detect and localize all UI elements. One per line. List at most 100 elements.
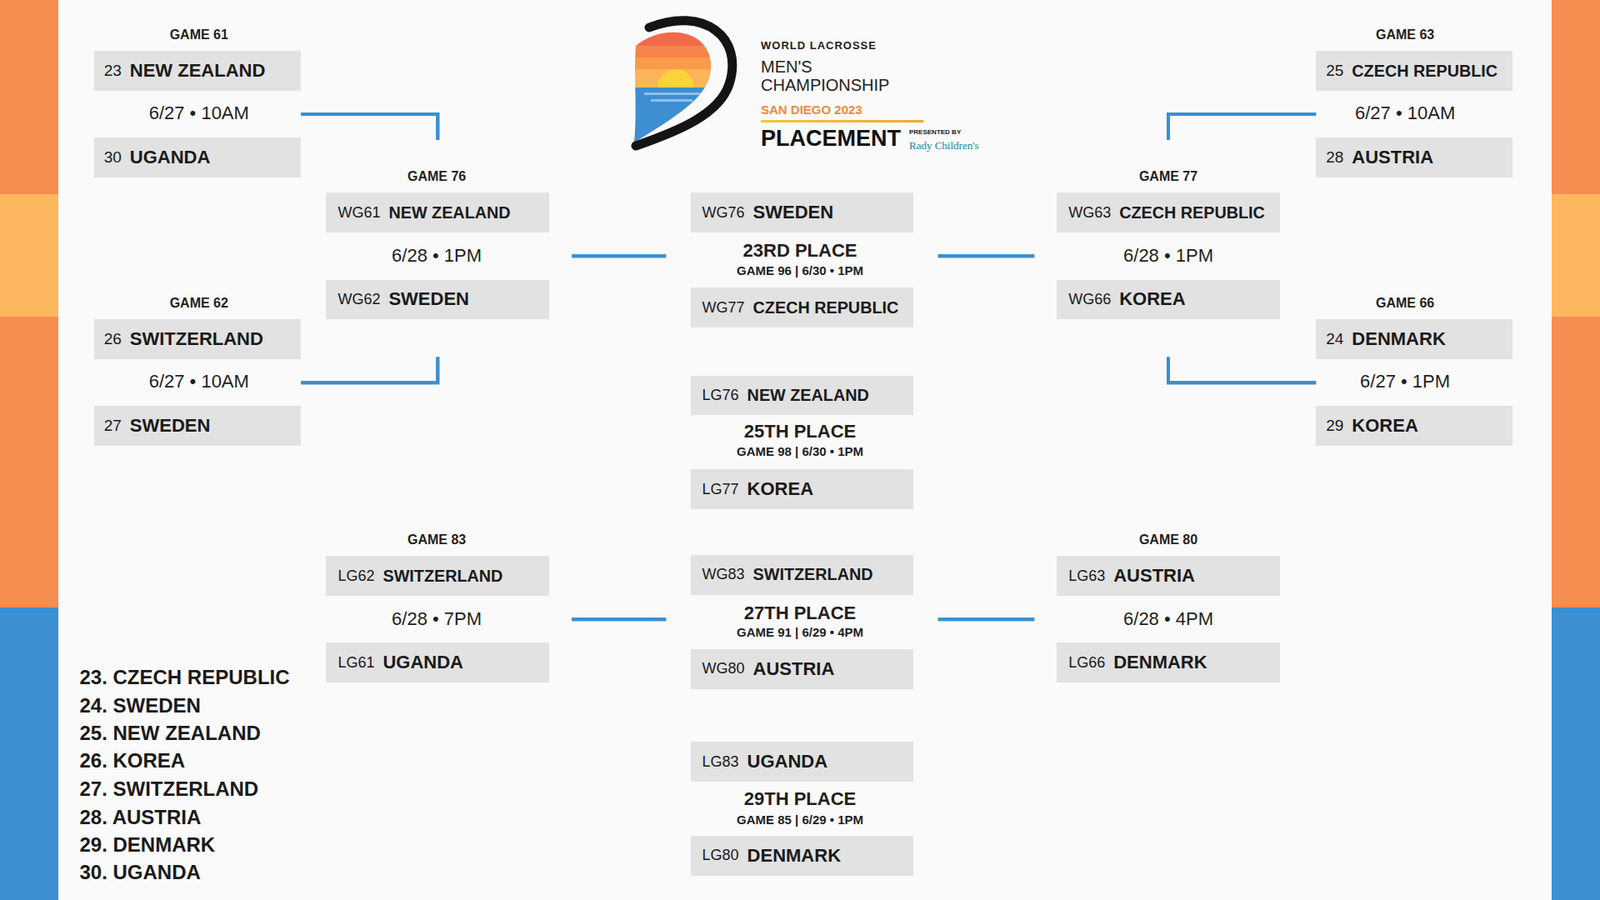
bracket-line	[1168, 114, 1316, 140]
stand-label: 23. CZECH REPUBLIC	[80, 665, 290, 690]
sub-label: GAME 96 | 6/30 • 1PM	[736, 263, 864, 278]
seed-code: LG83	[702, 753, 740, 771]
seed-code: LG66	[1068, 654, 1105, 672]
game-label: GAME 61	[170, 27, 229, 43]
bracket-line	[1168, 357, 1316, 384]
team-name: DENMARK	[1351, 328, 1445, 350]
bracket-line	[571, 617, 666, 621]
team-name: KOREA	[1351, 415, 1418, 437]
title: PLACEMENT	[760, 125, 901, 152]
game-label: GAME 83	[407, 532, 466, 548]
hdr-small-label: WORLD LACROSSE	[760, 39, 877, 52]
seed-code: LG62	[337, 567, 375, 585]
team-name: SWEDEN	[130, 415, 211, 437]
time-label: 6/27 • 1PM	[1360, 370, 1450, 393]
game-label: GAME 76	[407, 169, 466, 185]
bracket-line	[300, 114, 438, 140]
team-box: WG77 CZECH REPUBLIC	[690, 287, 915, 328]
team-box: LG77KOREA	[690, 469, 915, 510]
bracket-line	[300, 357, 438, 384]
team-name: NEW ZEALAND	[130, 60, 266, 82]
seed-code: 28	[1325, 148, 1344, 167]
time-label: 6/27 • 10AM	[149, 370, 250, 393]
seed-code: WG61	[337, 204, 380, 222]
team-name: NEW ZEALAND	[747, 385, 870, 405]
team-box: LG80DENMARK	[690, 835, 915, 876]
team-box: WG76SWEDEN	[690, 192, 915, 233]
team-name: NEW ZEALAND	[388, 203, 510, 223]
time-label: 6/28 • 1PM	[1123, 245, 1214, 267]
sub-label: GAME 85 | 6/29 • 1PM	[736, 812, 864, 827]
stand-label: 24. SWEDEN	[80, 694, 201, 718]
hdr-sd-label: SAN DIEGO 2023	[760, 102, 863, 117]
team-name: SWITZERLAND	[753, 565, 874, 585]
seed-code: LG80	[702, 846, 740, 865]
team-box: LG63AUSTRIA	[1056, 555, 1280, 596]
team-name: CZECH REPUBLIC	[1119, 203, 1265, 223]
seed-code: 29	[1325, 416, 1344, 435]
team-box: WG80AUSTRIA	[690, 649, 915, 690]
presented-label: PRESENTED BY	[909, 128, 961, 136]
team-box: WG83SWITZERLAND	[690, 555, 915, 595]
seed-code: LG77	[702, 480, 740, 499]
time-label: 6/28 • 7PM	[391, 608, 482, 630]
team-box: WG61 NEW ZEALAND	[325, 192, 550, 233]
bracket-line	[938, 254, 1035, 258]
time-label: 6/27 • 10AM	[1355, 102, 1455, 125]
seed-code: 25	[1325, 61, 1344, 80]
team-name: UGANDA	[130, 146, 211, 169]
bracket-line	[1168, 357, 1316, 384]
hdr-champ-label: MEN'S CHAMPIONSHIP	[760, 57, 886, 95]
stand-label: 30. UGANDA	[80, 860, 201, 885]
seed-code: WG63	[1068, 204, 1111, 222]
seed-code: 27	[104, 416, 122, 435]
stand-label: 28. AUSTRIA	[80, 805, 202, 830]
bracket-line	[938, 254, 1035, 258]
bracket-line	[571, 254, 666, 258]
team-name: SWITZERLAND	[130, 328, 264, 350]
team-box: LG83 UGANDA	[690, 741, 915, 782]
seed-code: WG66	[1068, 290, 1111, 309]
bracket-line	[571, 254, 666, 258]
bracket-line	[571, 617, 666, 621]
team-box: 30UGANDA	[94, 137, 302, 178]
team-box: LG62SWITZERLAND	[325, 555, 550, 596]
place-label: 23RD PLACE	[743, 240, 858, 262]
team-name: UGANDA	[747, 750, 829, 773]
header-rule	[760, 120, 924, 123]
seed-code: WG76	[702, 204, 745, 222]
game-label: GAME 66	[1375, 295, 1435, 311]
game-label: GAME 80	[1139, 532, 1198, 548]
team-box: LG61UGANDA	[325, 642, 550, 683]
team-box: LG76 NEW ZEALAND	[690, 375, 915, 416]
team-box: WG66 KOREA	[1056, 280, 1280, 320]
team-box: 28AUSTRIA	[1315, 137, 1513, 178]
seed-code: WG77	[702, 299, 745, 317]
team-box: WG63 CZECH REPUBLIC	[1056, 192, 1280, 233]
sub-label: GAME 91 | 6/29 • 4PM	[736, 624, 864, 639]
seed-code: 24	[1325, 330, 1344, 349]
seed-code: LG76	[702, 386, 740, 405]
team-box: 24 DENMARK	[1315, 319, 1513, 360]
seed-code: WG80	[702, 660, 745, 678]
team-box: 27 SWEDEN	[94, 405, 302, 446]
place-label: 27TH PLACE	[744, 602, 856, 625]
team-box: 23NEW ZEALAND	[94, 50, 302, 91]
place-label: 25TH PLACE	[744, 420, 856, 443]
rady-label: Rady Children's	[909, 139, 980, 153]
team-name: CZECH REPUBLIC	[753, 298, 900, 318]
time-label: 6/27 • 10AM	[149, 102, 250, 125]
team-name: KOREA	[1119, 288, 1185, 310]
seed-code: 26	[104, 330, 122, 349]
stand-label: 29. DENMARK	[80, 833, 216, 857]
bracket-line	[300, 357, 438, 384]
game-label: GAME 63	[1375, 27, 1435, 43]
seed-code: LG61	[337, 654, 375, 672]
logo	[627, 12, 733, 155]
bracket-line	[938, 617, 1035, 621]
team-name: SWEDEN	[388, 288, 470, 310]
game-label: GAME 62	[170, 295, 229, 311]
team-name: AUSTRIA	[1113, 565, 1195, 587]
time-label: 6/28 • 4PM	[1123, 608, 1214, 630]
